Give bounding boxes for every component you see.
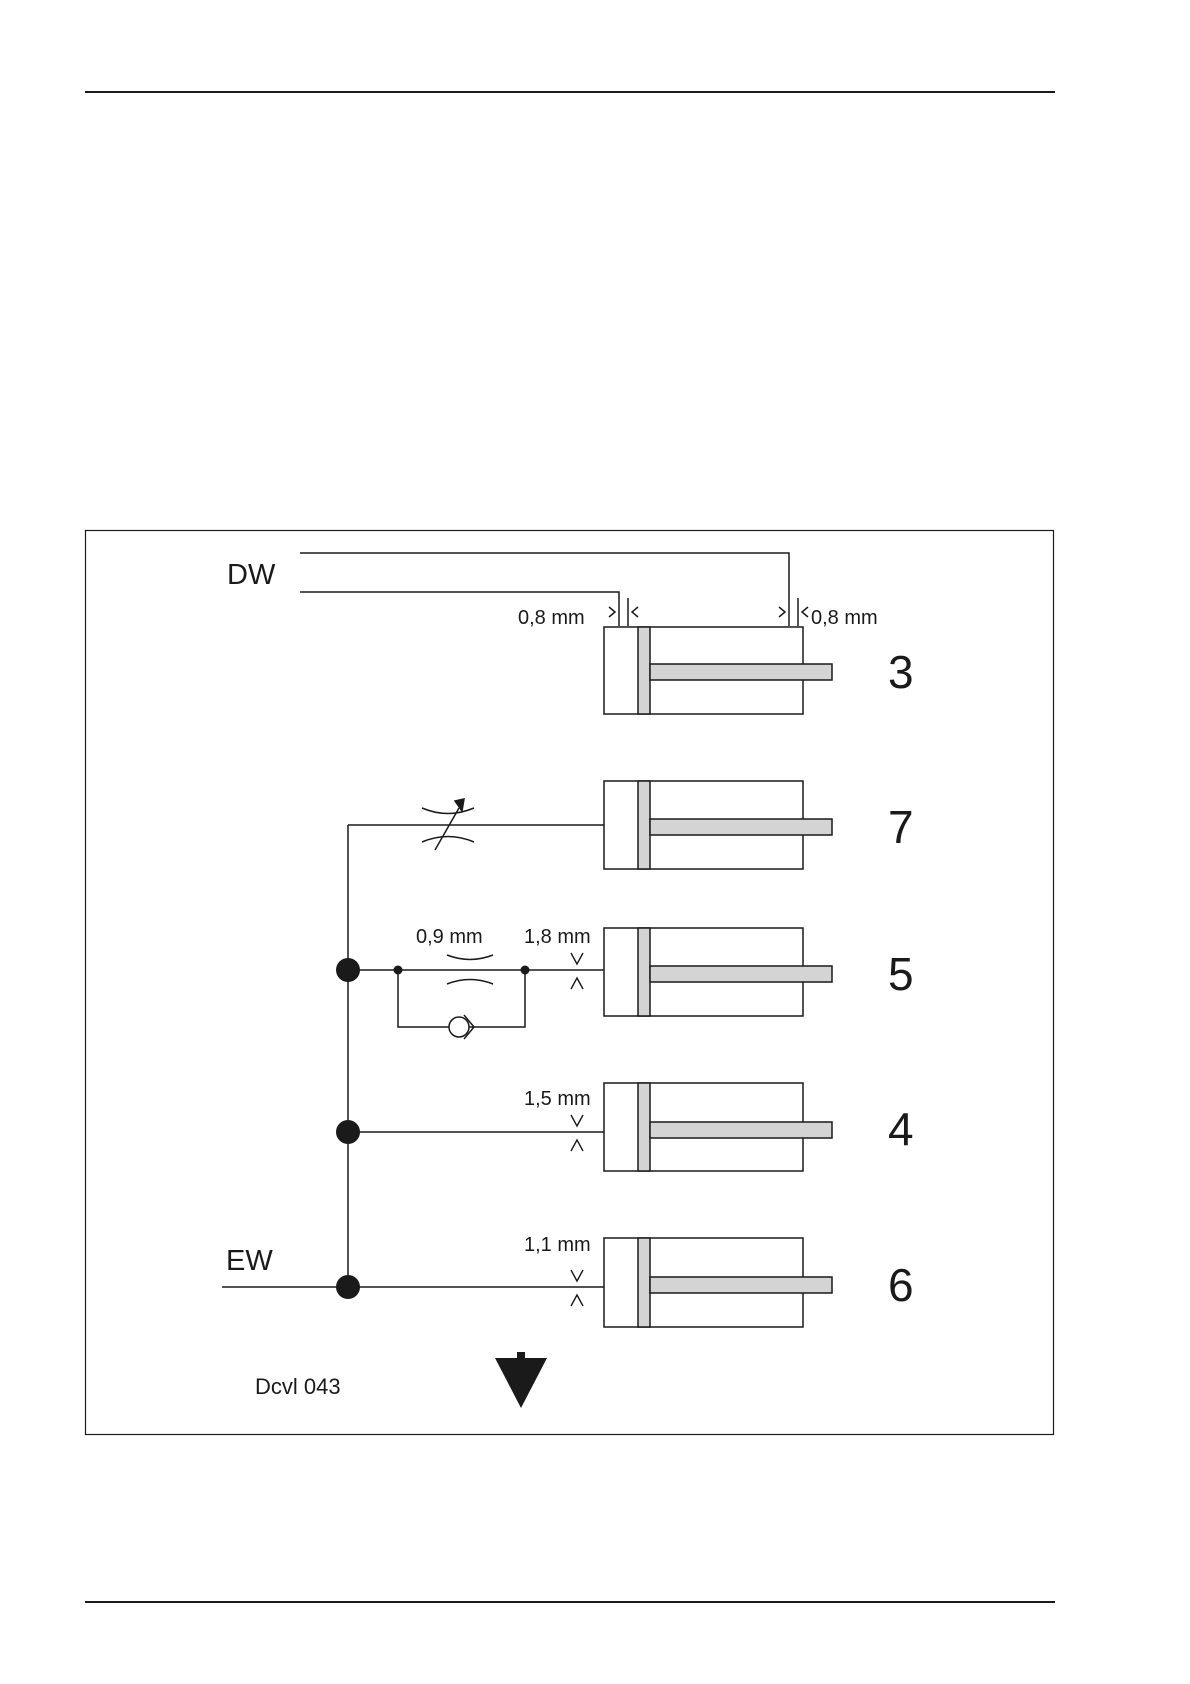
cylinder-7-number: 7 [888, 801, 914, 853]
cylinder-6-number: 6 [888, 1259, 914, 1311]
cyl6-orifice-label: 1,1 mm [524, 1234, 591, 1256]
ew-manifold [222, 825, 604, 1287]
dw-right-orifice-label: 0,8 mm [811, 607, 878, 629]
cyl5-orifice-label: 1,8 mm [524, 926, 591, 948]
junction-dots [336, 958, 530, 1299]
cylinder-7 [604, 781, 832, 869]
dw-left-orifice-label: 0,8 mm [518, 607, 585, 629]
figure-code-label: Dcvl 043 [255, 1374, 341, 1399]
cylinder-6 [604, 1238, 832, 1327]
cylinder-4-number: 4 [888, 1103, 914, 1155]
dw-label: DW [227, 559, 276, 591]
cylinder-5-number: 5 [888, 948, 914, 1000]
cylinder-4 [604, 1083, 832, 1171]
cylinder-3-number: 3 [888, 646, 914, 698]
cylinder-5 [604, 928, 832, 1016]
down-marker-icon [495, 1352, 547, 1408]
cyl4-orifice-label: 1,5 mm [524, 1088, 591, 1110]
cyl5-restrictor-label: 0,9 mm [416, 926, 483, 948]
ew-label: EW [226, 1245, 273, 1277]
cylinder-3 [604, 627, 832, 714]
